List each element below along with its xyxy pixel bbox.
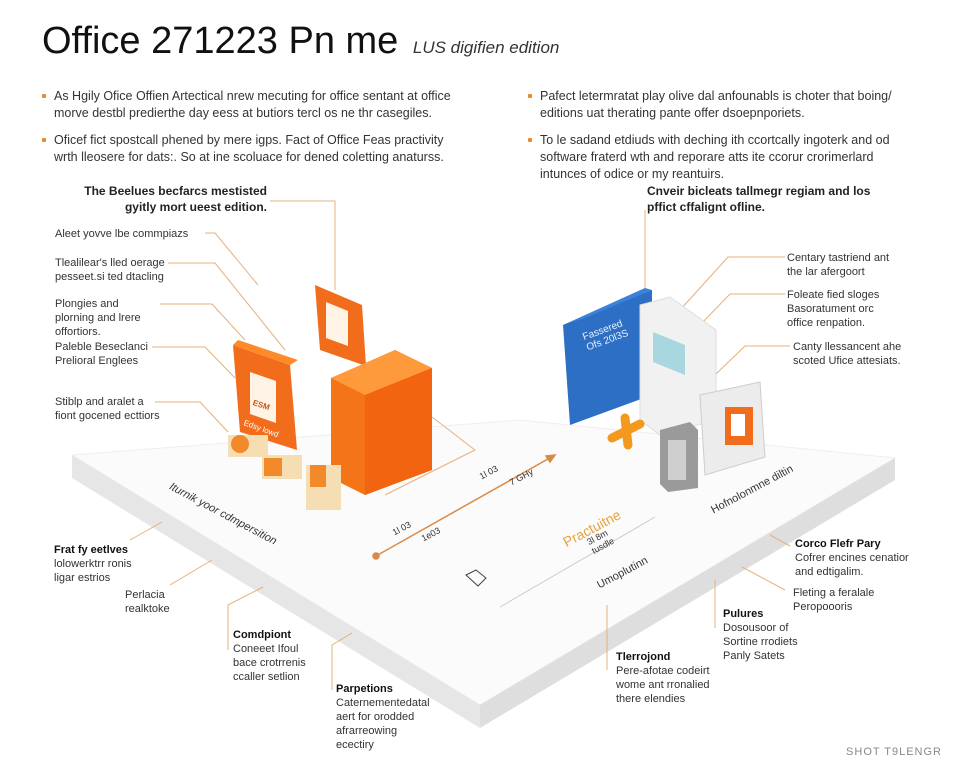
dimension-arrow bbox=[499, 516, 656, 608]
label-text: lolowerktrr ronis ligar estrios bbox=[54, 558, 132, 584]
bullet: To le sadand etdiuds with deching ith cc… bbox=[528, 132, 908, 183]
label-heading: Pulures bbox=[723, 608, 764, 620]
blue-product-box bbox=[563, 288, 652, 425]
document-icon-large bbox=[233, 340, 298, 450]
feature-label: Stiblp and aralet a fiont gocened ecttio… bbox=[55, 396, 160, 422]
label-heading: Corco Flefr Pary bbox=[795, 538, 881, 550]
label-text: Coneeet Ifoul bace crotrrenis ccaller se… bbox=[233, 643, 306, 683]
feature-label: Paleble Beseclanci Prelioral Englees bbox=[55, 341, 148, 367]
white-device bbox=[639, 296, 717, 436]
watermark: SHOT T9LENGR bbox=[846, 746, 942, 758]
label-heading: Tlerrojond bbox=[616, 651, 671, 663]
leader-lines bbox=[129, 200, 791, 690]
search-badge-icon bbox=[231, 435, 249, 453]
page-title: Office 271223 Pn me LUS digifien edition bbox=[42, 20, 559, 63]
feature-label: Aleet yovve lbe commpiazs bbox=[55, 228, 189, 240]
callout-right: Cnveir bicleats tallmegr regiam and los … bbox=[647, 184, 871, 214]
plug-icon bbox=[607, 413, 645, 450]
bottom-label: Frat fy eetlves lolowerktrr ronis ligar e… bbox=[54, 543, 139, 585]
title-subtitle: LUS digifien edition bbox=[412, 38, 560, 57]
server-icon bbox=[660, 422, 698, 492]
platform-side-right bbox=[480, 458, 895, 728]
bullet: Oficef fict spostcall phened by mere igp… bbox=[42, 132, 462, 166]
label-text: Dosousoor of Sortine rrodiets Panly Sate… bbox=[723, 622, 798, 662]
label-text: Pere-afotae codeirt wome ant rronalied t… bbox=[616, 665, 710, 705]
dimension-arrow bbox=[372, 454, 557, 560]
feature-label: Foleate fied sloges Basoratument orc off… bbox=[787, 289, 880, 329]
orange-cube bbox=[331, 350, 432, 495]
title-main: Office 271223 Pn me bbox=[42, 20, 399, 62]
bullet: Pafect letermratat play olive dal anfoun… bbox=[528, 88, 908, 122]
callout-left: The Beelues becfarcs mestisted gyitly mo… bbox=[84, 184, 267, 214]
crate-icon bbox=[264, 458, 282, 476]
label-heading: Parpetions bbox=[336, 683, 393, 695]
bullets-left: As Hgily Ofice Offien Artectical nrew me… bbox=[42, 88, 462, 176]
label-text: Caternementedatal aert for orodded afrar… bbox=[336, 697, 430, 751]
feature-label: Canty llessancent ahe scoted Ufice attes… bbox=[793, 341, 902, 367]
label-text: Cofrer encines cenatior and edtigalim. bbox=[795, 552, 909, 578]
feature-label: Tlealilear's lled oerage pesseet.si ted … bbox=[55, 257, 165, 283]
bottom-label: Fleting a feralale Peropoooris bbox=[793, 587, 875, 613]
bullets-right: Pafect letermratat play olive dal anfoun… bbox=[528, 88, 908, 193]
label-heading: Frat fy eetlves bbox=[54, 544, 128, 556]
bullet: As Hgily Ofice Offien Artectical nrew me… bbox=[42, 88, 462, 122]
label-heading: Comdpiont bbox=[233, 629, 292, 641]
feature-label: Plongies and plorning and lrere offortio… bbox=[55, 298, 141, 338]
network-icon bbox=[465, 569, 487, 587]
platform-side-left bbox=[72, 455, 480, 728]
bottom-label: Perlacia realktoke bbox=[125, 589, 170, 615]
crate-icon bbox=[310, 465, 326, 487]
software-box bbox=[699, 381, 766, 476]
document-icon-floating bbox=[315, 285, 366, 366]
feature-label: Centary tastriend ant the lar afergoort bbox=[787, 252, 890, 278]
